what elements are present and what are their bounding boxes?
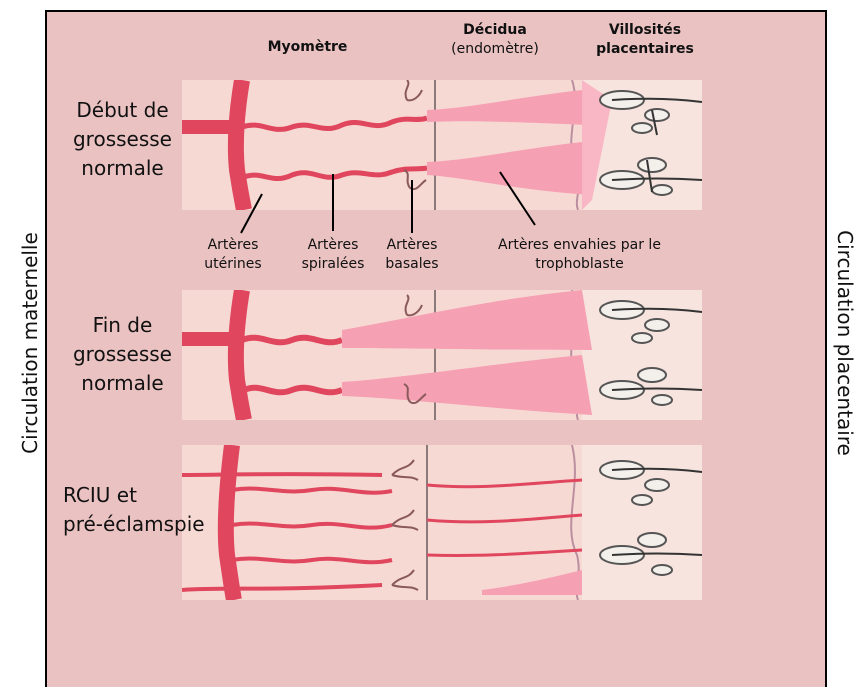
label-arteres-basales: Artèresbasales xyxy=(370,236,454,274)
label-arteres-envahies: Artères envahies par letrophoblaste xyxy=(462,236,697,274)
label-arteres-spiralees: Artèresspiralées xyxy=(288,236,378,274)
label-arteres-uterines: Artèresutérines xyxy=(188,236,278,274)
